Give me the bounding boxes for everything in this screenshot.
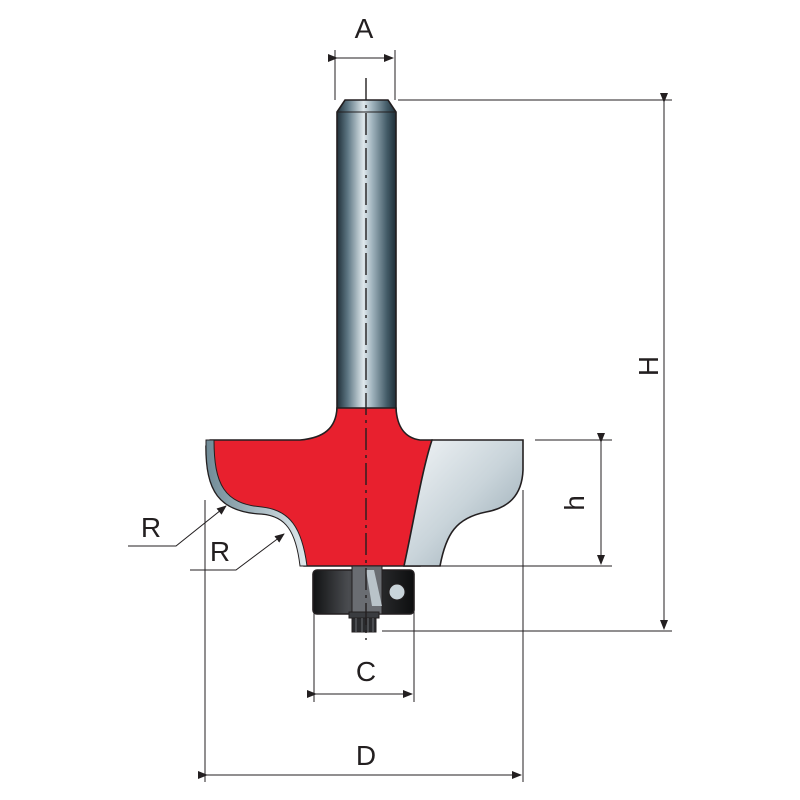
label-a: A — [355, 13, 374, 44]
label-r-upper: R — [141, 512, 161, 543]
radius-leader-upper — [128, 505, 227, 547]
radius-leader-lower — [190, 533, 285, 571]
label-d: D — [356, 740, 376, 771]
label-h-total: H — [633, 356, 664, 376]
carbide-tip — [403, 439, 524, 567]
guide-bearing — [312, 565, 415, 633]
cutter-body — [205, 407, 524, 567]
bearing-ball — [388, 583, 406, 601]
label-c: C — [356, 656, 376, 687]
label-r-lower: R — [210, 536, 230, 567]
label-h-small: h — [559, 495, 590, 511]
